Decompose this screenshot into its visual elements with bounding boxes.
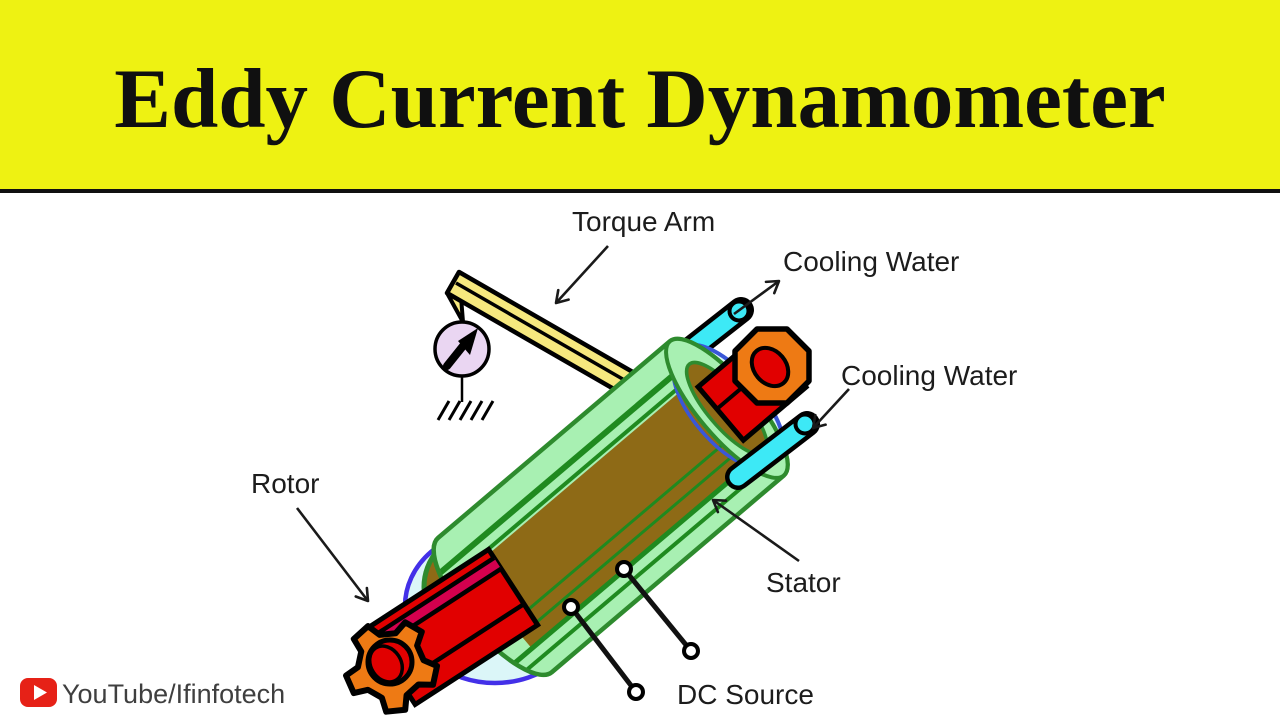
gauge-needle-icon — [443, 328, 478, 370]
torque-arm-label: Torque Arm — [572, 206, 715, 237]
banner-background — [0, 0, 1280, 189]
separator-line — [0, 189, 1280, 193]
coil-core — [467, 375, 764, 649]
dc-terminal — [627, 683, 645, 701]
shaft-nut-face — [749, 345, 791, 389]
cooling-pipe-inlet — [725, 411, 820, 490]
torque-gauge — [433, 320, 495, 421]
stator-arrow-icon — [711, 498, 800, 563]
dc-source-wires — [562, 560, 700, 701]
rotor-label: Rotor — [251, 468, 319, 499]
pipe-opening — [793, 412, 817, 436]
rotor-hub-face — [367, 644, 405, 684]
cooling-water-outlet-label: Cooling Water — [783, 246, 959, 277]
play-triangle-icon — [34, 685, 47, 700]
channel-watermark: YouTube/Ifinfotech — [20, 678, 285, 709]
dc-terminal — [615, 560, 633, 578]
ground-icon — [436, 400, 495, 421]
dc-terminal — [562, 598, 580, 616]
dc-terminal — [682, 642, 700, 660]
dc-wire — [569, 605, 638, 694]
dc-wire — [622, 567, 693, 653]
cooling-outlet-arrow-icon — [733, 279, 781, 316]
stator-label: Stator — [766, 567, 841, 598]
rotor-arrow-icon — [295, 507, 370, 603]
cooling-inlet-arrow-icon — [811, 388, 850, 430]
channel-label: YouTube/Ifinfotech — [62, 679, 285, 709]
dc-source-label: DC Source — [677, 679, 814, 710]
pointer-arrows — [295, 245, 850, 603]
cooling-water-inlet-label: Cooling Water — [841, 360, 1017, 391]
torque-arm-arrow-icon — [554, 245, 609, 305]
page-title: Eddy Current Dynamometer — [114, 52, 1165, 146]
torque-arm-edge-line — [455, 281, 634, 387]
